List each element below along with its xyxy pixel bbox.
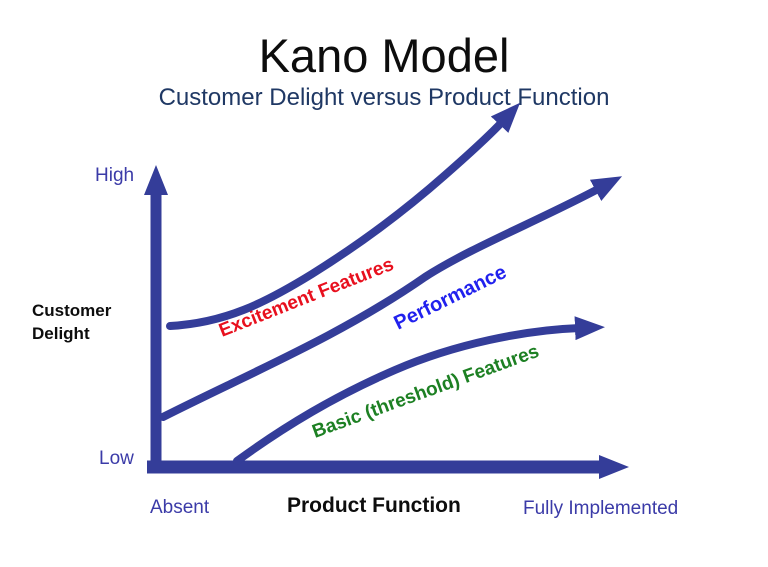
y-axis-high-label: High (95, 165, 135, 186)
basic-curve-label: Basic (threshold) Features (310, 341, 542, 443)
excitement-curve (166, 102, 521, 330)
page-title: Kano Model (258, 29, 510, 82)
page-subtitle: Customer Delight versus Product Function (158, 84, 610, 111)
performance-curve (159, 176, 623, 421)
performance-curve-label: Performance (391, 261, 511, 334)
x-axis-fully-implemented-label: Fully Implemented (523, 498, 679, 519)
x-axis-title: Product Function (287, 494, 461, 517)
x-axis-absent-label: Absent (150, 497, 210, 518)
excitement-curve-label: Excitement Features (216, 254, 397, 342)
basic-curve (233, 316, 605, 465)
y-axis-title: Customer Delight (32, 301, 112, 343)
y-axis-low-label: Low (99, 448, 134, 469)
